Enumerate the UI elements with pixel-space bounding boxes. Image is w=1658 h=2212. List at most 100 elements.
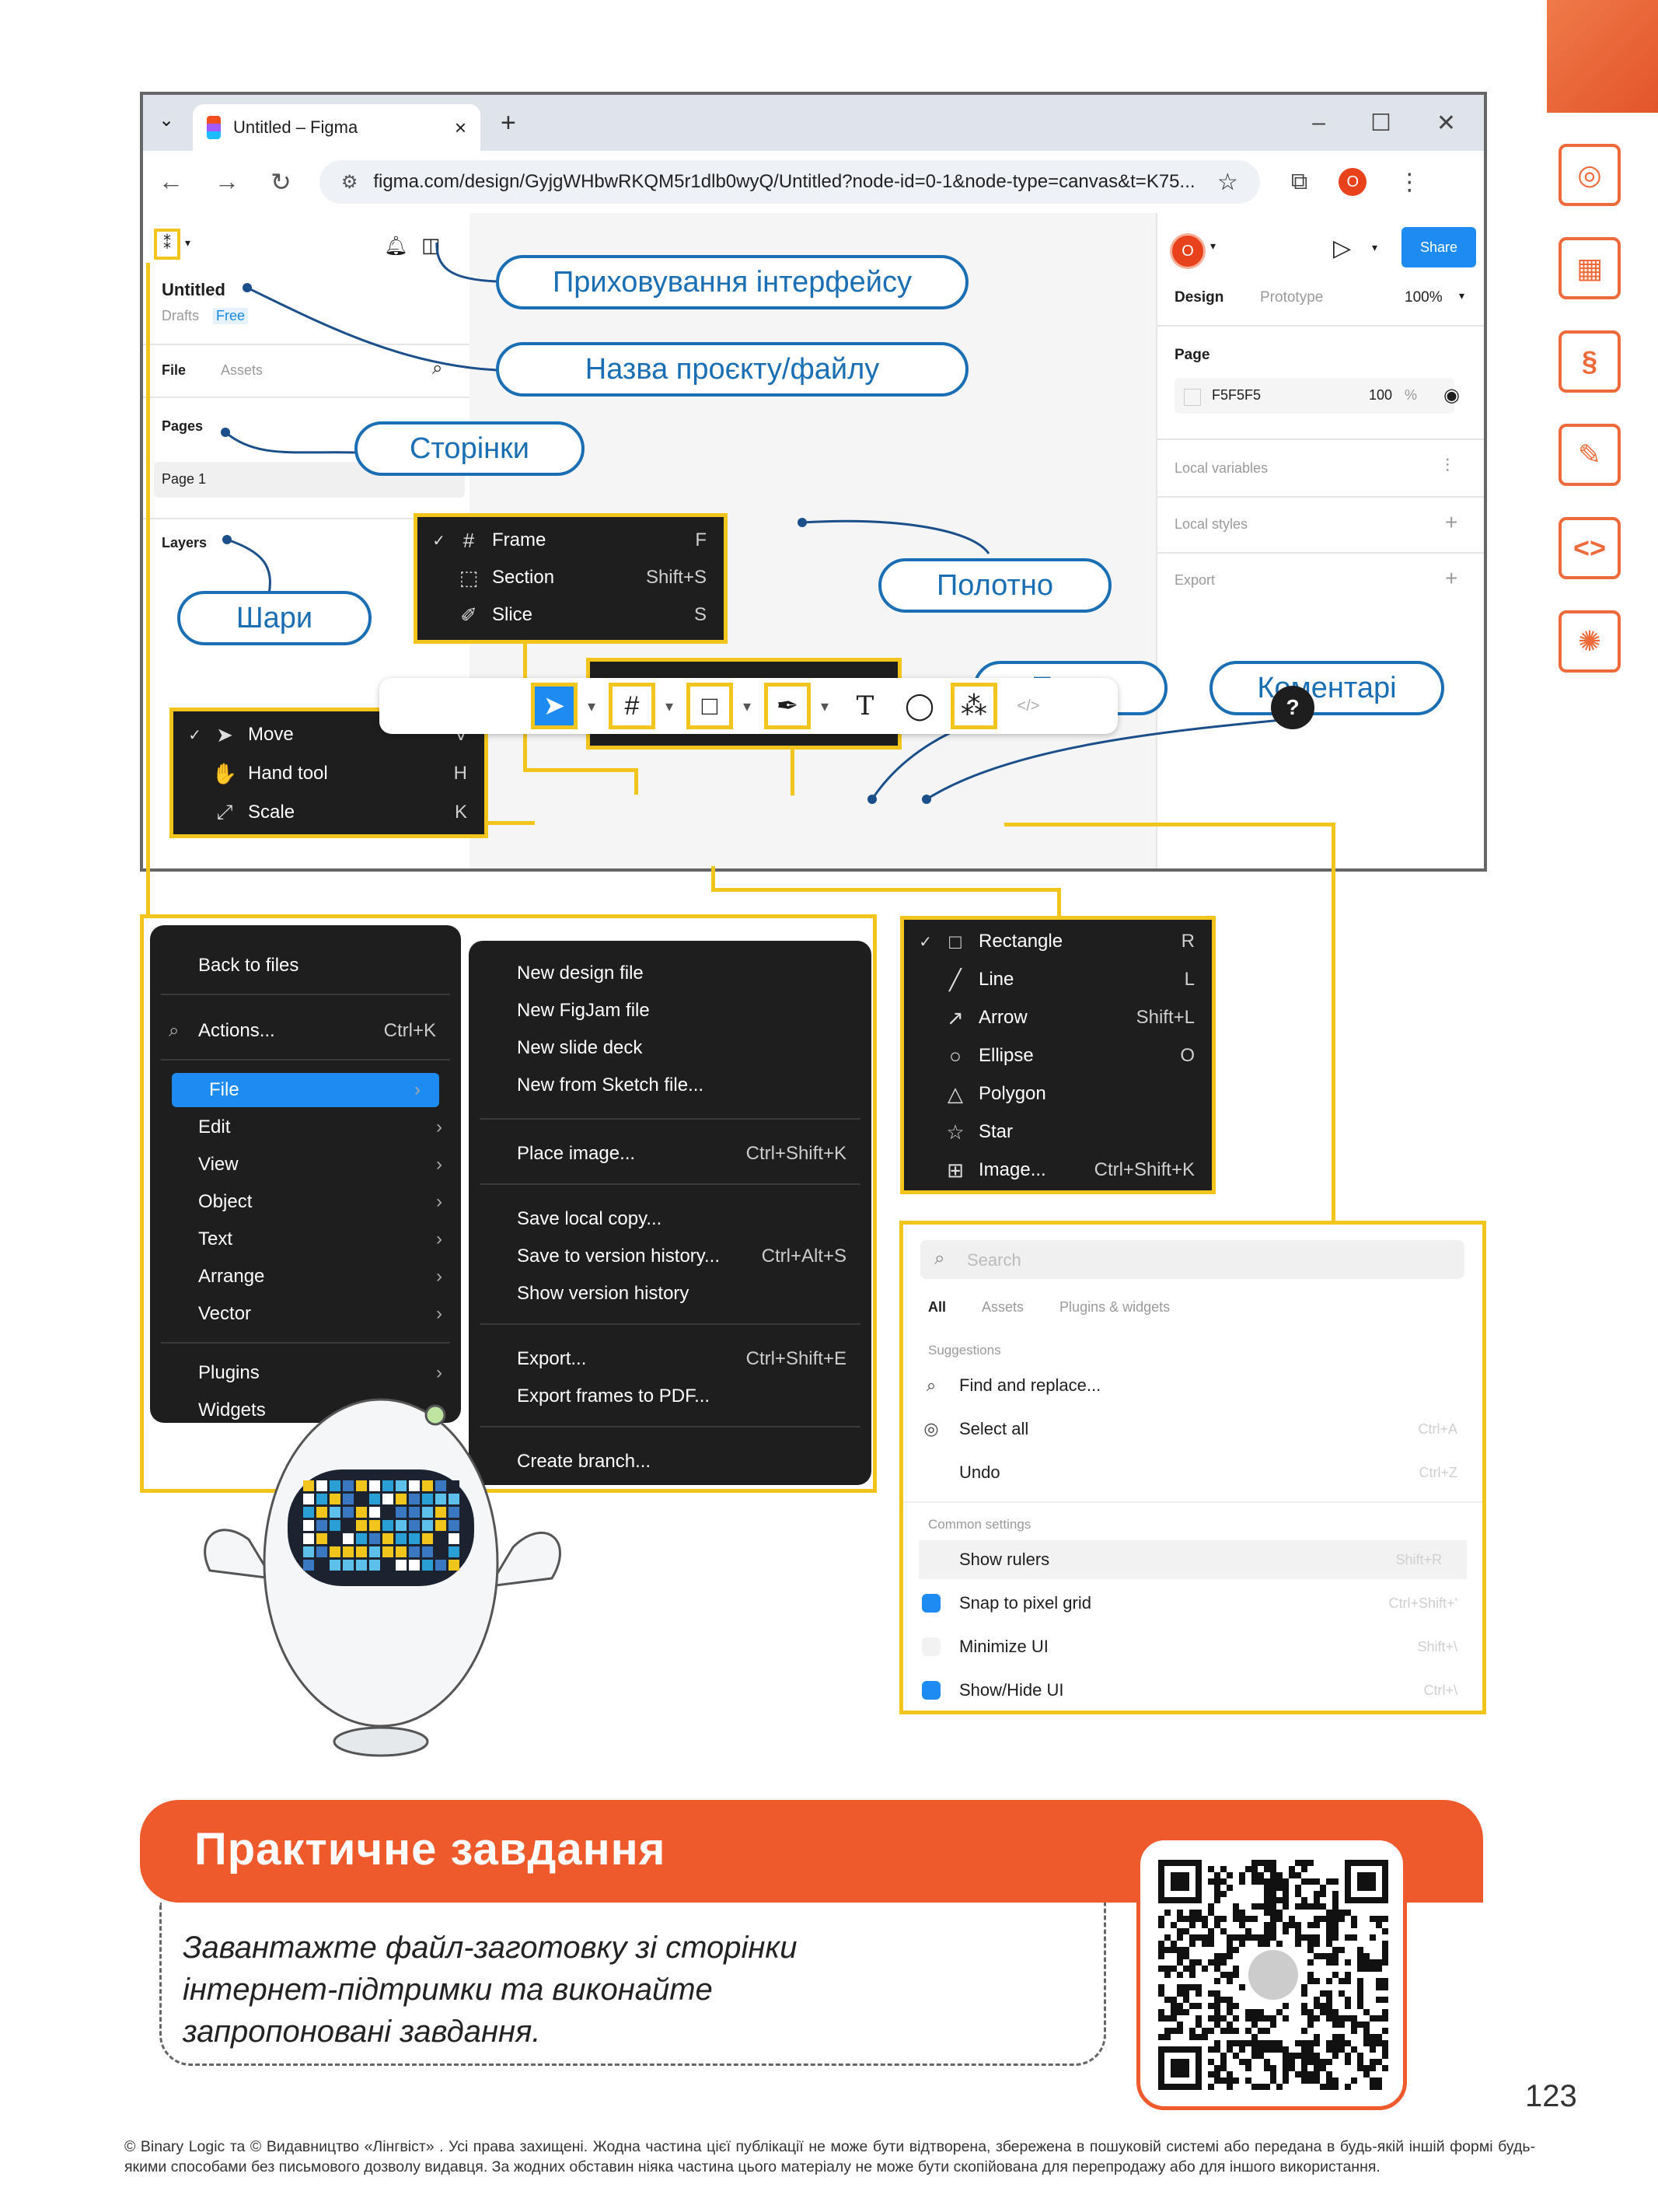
figma-menu-icon[interactable]: ⁑ bbox=[154, 229, 180, 260]
find-replace-item[interactable]: ⌕Find and replace... bbox=[903, 1366, 1482, 1405]
extensions-icon[interactable]: ⧉ bbox=[1290, 169, 1308, 194]
minimize-icon[interactable]: – bbox=[1312, 109, 1325, 135]
shape_menu-item[interactable]: ☆Star bbox=[904, 1113, 1212, 1151]
file-name[interactable]: Untitled bbox=[162, 280, 225, 299]
menu-item-text[interactable]: Text› bbox=[198, 1228, 442, 1249]
snap-checkbox[interactable] bbox=[922, 1594, 941, 1613]
share-button[interactable]: Share bbox=[1401, 227, 1476, 267]
show-version-item[interactable]: Show version history bbox=[517, 1283, 689, 1304]
tab-close-icon[interactable]: × bbox=[454, 115, 466, 139]
forward-icon[interactable]: → bbox=[215, 167, 239, 195]
file-new-item[interactable]: New slide deck bbox=[517, 1037, 643, 1058]
new-tab-button[interactable]: + bbox=[501, 107, 516, 138]
back-icon[interactable]: ← bbox=[159, 167, 183, 195]
help-button[interactable]: ? bbox=[1271, 686, 1314, 729]
menu-plugins[interactable]: Plugins› bbox=[198, 1362, 442, 1383]
actions-tab[interactable]: All bbox=[928, 1299, 947, 1315]
back-to-files[interactable]: Back to files bbox=[198, 955, 299, 976]
color-swatch[interactable] bbox=[1184, 389, 1201, 406]
create-branch-item[interactable]: Create branch... bbox=[517, 1451, 651, 1472]
tab-prototype[interactable]: Prototype bbox=[1260, 289, 1324, 306]
pen-chevron-icon[interactable]: ▾ bbox=[821, 698, 829, 715]
move-chevron-icon[interactable]: ▾ bbox=[588, 698, 596, 715]
actions-search-input[interactable]: ⌕ Search bbox=[920, 1240, 1464, 1279]
minimize-checkbox[interactable] bbox=[922, 1637, 941, 1656]
text-tool-icon[interactable]: T bbox=[856, 690, 874, 722]
browser-menu-icon[interactable]: ⋮ bbox=[1398, 169, 1422, 195]
file-new-item[interactable]: New design file bbox=[517, 963, 644, 984]
shape-chevron-icon[interactable]: ▾ bbox=[743, 698, 752, 715]
frame-chevron-icon[interactable]: ▾ bbox=[665, 698, 674, 715]
export-item[interactable]: Export...Ctrl+Shift+E bbox=[517, 1348, 846, 1369]
bookmark-star-icon[interactable]: ☆ bbox=[1216, 169, 1238, 195]
tab-figma[interactable]: Untitled – Figma × bbox=[193, 104, 480, 151]
notification-bell-icon[interactable]: 🔔︎ bbox=[384, 236, 408, 257]
menu-widgets[interactable]: Widgets› bbox=[198, 1400, 442, 1421]
menu-item-object[interactable]: Object› bbox=[198, 1191, 442, 1212]
file-new-item[interactable]: New FigJam file bbox=[517, 1000, 650, 1021]
zoom-chevron-icon[interactable]: ▾ bbox=[1459, 289, 1465, 302]
tab-design[interactable]: Design bbox=[1175, 289, 1224, 306]
add-style-icon[interactable]: + bbox=[1445, 510, 1458, 534]
window-close-icon[interactable]: ✕ bbox=[1436, 110, 1456, 136]
shape_menu-item[interactable]: ⊞Image...Ctrl+Shift+K bbox=[904, 1151, 1212, 1189]
file-new-item[interactable]: New from Sketch file... bbox=[517, 1075, 704, 1096]
menu-item-edit[interactable]: Edit› bbox=[198, 1116, 442, 1137]
comment-tool-icon[interactable]: ◯ bbox=[904, 691, 935, 721]
export-pdf-item[interactable]: Export frames to PDF... bbox=[517, 1386, 710, 1407]
qr-code[interactable] bbox=[1158, 1860, 1388, 2090]
save-version-item[interactable]: Save to version history...Ctrl+Alt+S bbox=[517, 1246, 846, 1267]
profile-avatar[interactable]: O bbox=[1339, 168, 1367, 196]
zoom-level[interactable]: 100% bbox=[1405, 289, 1443, 306]
shape-tool-icon[interactable]: □ bbox=[686, 683, 733, 729]
actions-tab[interactable]: Assets bbox=[982, 1299, 1024, 1315]
actions-tab[interactable]: Plugins & widgets bbox=[1059, 1299, 1171, 1315]
frame-tool-icon[interactable]: # bbox=[609, 683, 655, 729]
address-bar[interactable]: ⚙ figma.com/design/GyjgWHbwRKQM5r1dlb0wy… bbox=[319, 160, 1260, 204]
avatar-chevron-icon[interactable]: ▾ bbox=[1210, 239, 1216, 252]
reload-icon[interactable]: ↻ bbox=[271, 168, 291, 196]
visibility-eye-icon[interactable]: ◉ bbox=[1443, 385, 1460, 406]
add-export-icon[interactable]: + bbox=[1445, 566, 1458, 590]
tab-file[interactable]: File bbox=[162, 362, 187, 378]
move-tool-icon[interactable]: ➤ bbox=[531, 683, 578, 729]
menu-item-arrange[interactable]: Arrange› bbox=[198, 1266, 442, 1287]
present-play-icon[interactable]: ▷ bbox=[1333, 236, 1352, 261]
menu-chevron-icon[interactable]: ▾ bbox=[185, 236, 191, 249]
shape_menu-item[interactable]: △Polygon bbox=[904, 1075, 1212, 1113]
pen-tool-icon[interactable]: ✒ bbox=[764, 683, 811, 729]
user-avatar[interactable]: O bbox=[1170, 233, 1206, 269]
show-hide-checkbox[interactable] bbox=[922, 1681, 941, 1700]
present-chevron-icon[interactable]: ▾ bbox=[1372, 241, 1378, 253]
dev-mode-icon[interactable]: </> bbox=[1017, 697, 1040, 715]
menu-item-vector[interactable]: Vector› bbox=[198, 1303, 442, 1324]
place-image-item[interactable]: Place image...Ctrl+Shift+K bbox=[517, 1143, 846, 1164]
tab-list-icon[interactable]: ⌄ bbox=[159, 110, 175, 131]
page-color-field[interactable] bbox=[1175, 378, 1454, 414]
maximize-icon[interactable]: ☐ bbox=[1370, 110, 1391, 136]
drafts-label[interactable]: Drafts bbox=[162, 308, 200, 323]
actions-tool-icon[interactable]: ⁂ bbox=[951, 683, 997, 729]
site-settings-icon[interactable]: ⚙ bbox=[340, 171, 358, 193]
variables-icon[interactable]: ⫶ bbox=[1445, 456, 1450, 477]
save-local-item[interactable]: Save local copy... bbox=[517, 1208, 662, 1229]
actions-item[interactable]: ⌕ Actions... Ctrl+K bbox=[169, 1020, 436, 1041]
menu-item-file[interactable]: File› bbox=[172, 1073, 439, 1107]
tab-assets[interactable]: Assets bbox=[221, 362, 264, 378]
